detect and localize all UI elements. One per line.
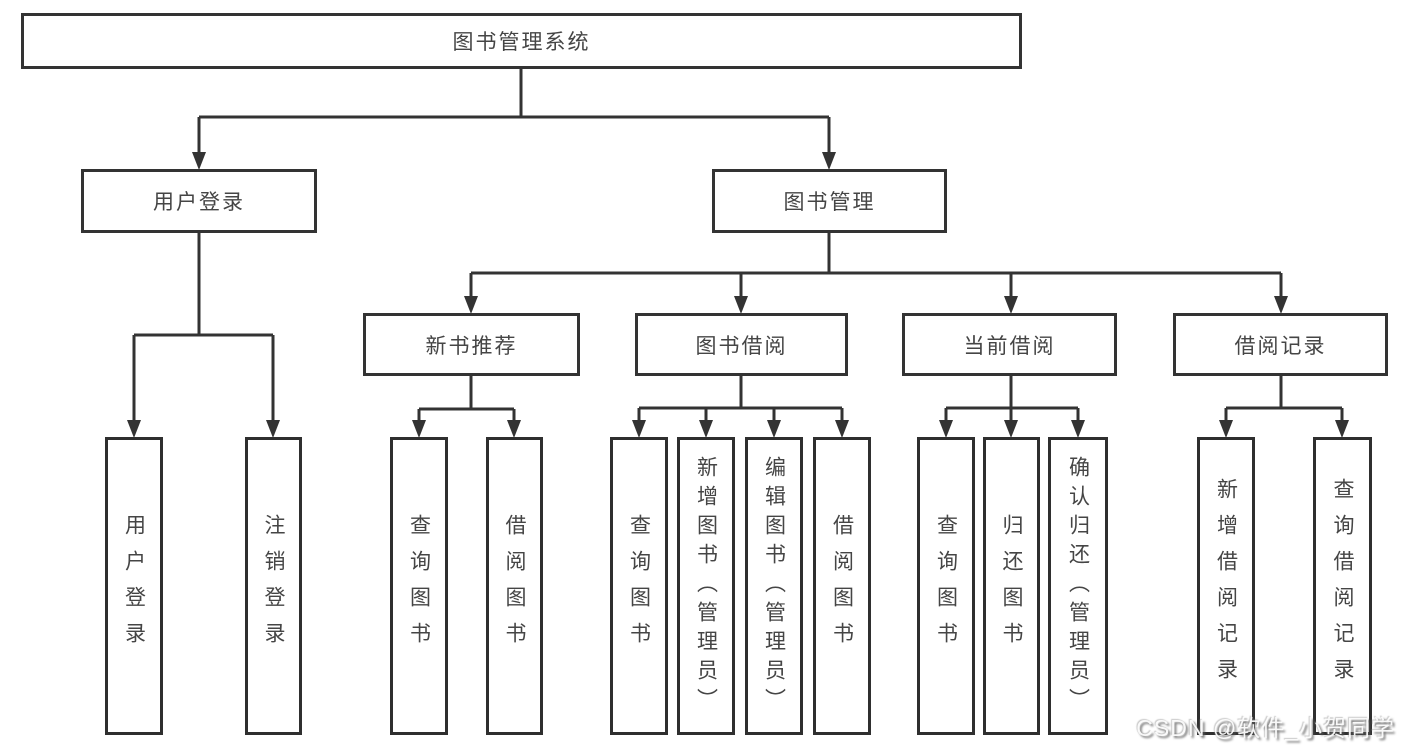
leaf-label: 查询图书 — [934, 514, 958, 658]
leaf-label: 用户登录 — [122, 514, 146, 658]
leaf-bb-edit-books-admin: 编辑图书（管理员） — [745, 437, 803, 735]
leaf-label: 查询借阅记录 — [1331, 478, 1354, 694]
leaf-label: 新增借阅记录 — [1214, 478, 1238, 694]
node-label: 当前借阅 — [963, 334, 1056, 358]
node-label: 用户登录 — [153, 191, 245, 214]
node-label: 新书推荐 — [425, 334, 518, 358]
leaf-br-add-borrow-record: 新增借阅记录 — [1197, 437, 1255, 735]
leaf-nbr-borrow-books: 借阅图书 — [486, 437, 543, 735]
node-label: 图书管理 — [783, 191, 876, 214]
leaf-label: 查询图书 — [407, 514, 431, 658]
watermark: CSDN @软件_小贺同学 — [1136, 715, 1395, 741]
leaf-bb-add-books-admin: 新增图书（管理员） — [677, 437, 735, 735]
node-user-login: 用户登录 — [81, 169, 317, 233]
leaf-cb-query-books: 查询图书 — [917, 437, 975, 735]
leaf-user-login: 用户登录 — [105, 437, 163, 735]
leaf-label: 归还图书 — [1000, 514, 1023, 658]
leaf-label: 注销登录 — [262, 514, 285, 658]
node-new-book-recommend: 新书推荐 — [363, 313, 580, 376]
leaf-cb-confirm-return-admin: 确认归还（管理员） — [1048, 437, 1108, 735]
leaf-label: 编辑图书（管理员） — [762, 455, 786, 717]
node-borrow-records: 借阅记录 — [1173, 313, 1388, 376]
node-current-borrow: 当前借阅 — [902, 313, 1117, 376]
node-label: 借阅记录 — [1234, 334, 1327, 358]
leaf-label: 查询图书 — [627, 514, 651, 658]
leaf-label: 借阅图书 — [830, 514, 854, 658]
leaf-bb-query-books: 查询图书 — [610, 437, 668, 735]
node-label: 图书借阅 — [695, 334, 788, 358]
node-book-borrow: 图书借阅 — [635, 313, 848, 376]
leaf-label: 新增图书（管理员） — [694, 455, 718, 717]
leaf-br-query-borrow-record: 查询借阅记录 — [1313, 437, 1372, 735]
leaf-nbr-query-books: 查询图书 — [390, 437, 448, 735]
leaf-cb-return-books: 归还图书 — [983, 437, 1040, 735]
node-label: 图书管理系统 — [452, 31, 591, 54]
leaf-label: 借阅图书 — [503, 514, 526, 658]
leaf-label: 确认归还（管理员） — [1066, 455, 1090, 717]
node-root: 图书管理系统 — [21, 13, 1022, 69]
node-book-management: 图书管理 — [712, 169, 947, 233]
leaf-logout-login: 注销登录 — [245, 437, 302, 735]
leaf-bb-borrow-books: 借阅图书 — [813, 437, 871, 735]
